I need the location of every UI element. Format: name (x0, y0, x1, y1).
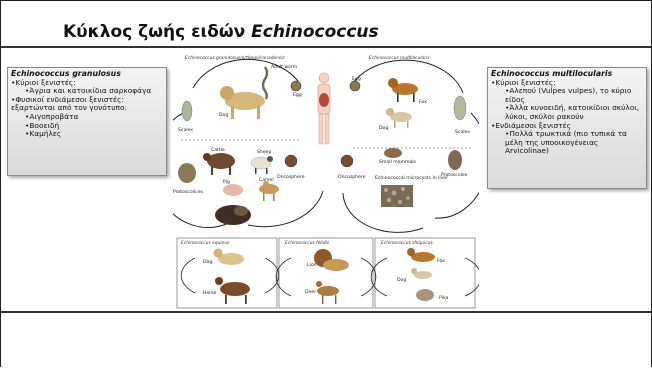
label-egg-left: Egg (293, 92, 302, 98)
label-microcysts: Echinococcal microcysts in liver (375, 175, 448, 181)
multilocularis-info-line: •Πολλά τρωκτικά (πιο τυπικά τα μέλη της … (491, 130, 643, 156)
label-pig: Pig (223, 179, 230, 185)
label-dog-equinus: Dog (203, 259, 212, 265)
shiquicus-arrow-right (465, 258, 479, 296)
panel-equinus (177, 238, 277, 308)
label-dog-right: Dog (379, 125, 388, 131)
dog-icon-right (386, 108, 412, 128)
hydatid-cyst-icon (215, 205, 251, 225)
label-egg-right: Egg (352, 76, 361, 82)
label-scolex-right: Scolex (455, 129, 470, 135)
pika-icon (416, 289, 434, 301)
label-camel: Camel (259, 177, 274, 183)
dog-icon-shiquicus (411, 268, 432, 279)
label-pika: Pika (439, 295, 449, 301)
panel-felidis (279, 238, 373, 308)
scolex-icon-right (454, 96, 466, 120)
fox-icon (388, 78, 418, 102)
protoscolices-icon (178, 163, 196, 183)
panel-title-equinus: Echinococcus equinus (181, 240, 230, 246)
multilocularis-info-lines: •Κύριοι ξενιστές:•Αλεπού (Vulpes vulpes)… (491, 79, 643, 156)
camel-icon (259, 181, 279, 201)
human-figure-icon (318, 73, 330, 144)
granulosus-info-line: •Καμήλες (11, 130, 163, 139)
lion-icon (314, 249, 349, 271)
label-lion: Lion (307, 262, 317, 268)
label-dog-left: Dog (219, 112, 228, 118)
title-text: Κύκλος ζωής ειδών (63, 22, 251, 42)
oncosphere-icon-left (285, 155, 297, 167)
egg-icon-right (350, 81, 360, 91)
deer-icon (316, 281, 339, 304)
cycle-arrow-top-left (193, 59, 298, 88)
scolex-icon (182, 101, 192, 121)
label-oncosphere-right: Oncosphere (338, 174, 366, 180)
label-adult-worm: Adult worm (271, 64, 298, 70)
label-horse: Horse (203, 290, 217, 296)
sheep-icon (251, 156, 273, 174)
label-small-mammals: Small mammals (379, 159, 417, 165)
label-oncosphere-left: Oncosphere (277, 174, 305, 180)
oncosphere-icon-right (341, 155, 353, 167)
protoscolex-icon (448, 150, 462, 170)
adult-worm-icon (263, 67, 267, 99)
fox-icon-shiquicus (407, 248, 435, 262)
small-mammals-icon (384, 148, 402, 158)
multilocularis-info-box: Echinococcus multilocularis •Κύριοι ξενι… (487, 67, 647, 189)
egg-icon (291, 81, 301, 91)
multilocularis-info-line: •Αλεπού (Vulpes vulpes), το κύριο είδος (491, 87, 643, 104)
label-fox-shiquicus: Fox (437, 258, 445, 264)
title-bar: Κύκλος ζωής ειδών Echinococcus (1, 1, 651, 48)
granulosus-info-box: Echinococcus granulosus •Κύριοι ξενιστές… (7, 67, 167, 176)
cycle-arrow-bottom-left (248, 191, 323, 227)
slide-title: Κύκλος ζωής ειδών Echinococcus (63, 22, 379, 42)
label-protoscolices: Protoscolices (173, 189, 204, 195)
felidis-arrow-right (361, 258, 376, 296)
label-fox: Fox (419, 99, 427, 105)
bottom-bar (1, 311, 651, 368)
granulosus-info-lines: •Κύριοι ξενιστές:•Άγρια και κατοικίδια σ… (11, 79, 163, 139)
pig-icon (223, 184, 243, 196)
panel-title-shiquicus: Echinococcus shiquicus (381, 240, 433, 246)
label-sheep: Sheep (257, 149, 271, 155)
horse-icon (215, 277, 250, 304)
equinus-arrow-left (181, 258, 195, 293)
panel-title-felidis: Echinococcus felidis (285, 240, 330, 246)
lifecycle-figure: Echinococcus granulosus/ortleppi/canaden… (173, 53, 479, 311)
cattle-icon (203, 153, 235, 175)
label-dog-shiquicus: Dog (397, 277, 406, 283)
granulosus-info-line: •Φυσικοί ενδιάμεσοι ξενιστές: εξαρτώνται… (11, 96, 163, 113)
dog-icon-equinus (214, 249, 245, 266)
label-deer: Deer (305, 289, 316, 295)
label-scolex: Scolex (178, 127, 193, 133)
title-genus: Echinococcus (251, 22, 379, 42)
label-cattle: Cattle (211, 147, 225, 153)
shiquicus-arrow-left (371, 258, 387, 296)
multilocularis-info-line: •Άλλα κυνοειδή, κατοικίδιοι σκύλοι, λύκο… (491, 104, 643, 121)
